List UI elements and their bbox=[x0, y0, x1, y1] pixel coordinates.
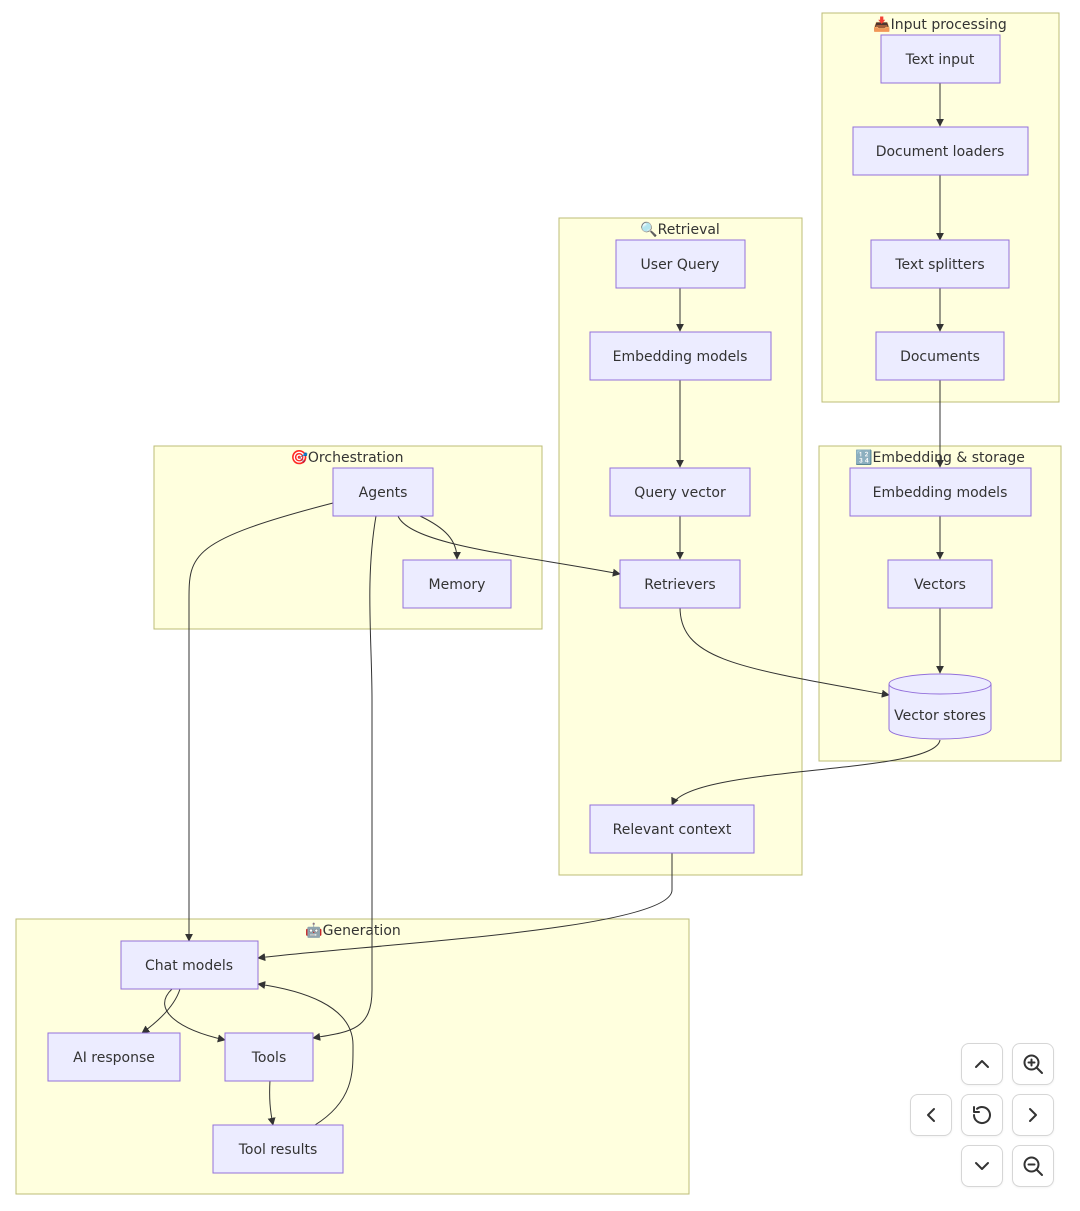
pan-right-button[interactable] bbox=[1012, 1094, 1054, 1136]
zoom-out-icon bbox=[1023, 1156, 1043, 1176]
node-label: Memory bbox=[429, 577, 486, 593]
edge-chat-models-ai-response bbox=[141, 988, 181, 1034]
node-ai-response[interactable]: AI response bbox=[47, 1032, 181, 1082]
zoom-in-button[interactable] bbox=[1012, 1043, 1054, 1085]
zoom-out-button[interactable] bbox=[1012, 1145, 1054, 1187]
edges bbox=[141, 83, 944, 1126]
node-retrievers[interactable]: Retrievers bbox=[619, 559, 741, 609]
node-text-splitters[interactable]: Text splitters bbox=[870, 239, 1010, 289]
node-tools[interactable]: Tools bbox=[224, 1032, 314, 1082]
node-label: Embedding models bbox=[873, 485, 1008, 501]
node-label: Tool results bbox=[238, 1142, 318, 1158]
node-memory[interactable]: Memory bbox=[402, 559, 512, 609]
edge-relevant-context-chat-models bbox=[257, 853, 673, 962]
pan-left-button[interactable] bbox=[910, 1094, 952, 1136]
reset-icon bbox=[972, 1106, 991, 1124]
edge-tool-results-chat-models bbox=[257, 981, 354, 1126]
node-label: AI response bbox=[73, 1050, 155, 1066]
node-label: Documents bbox=[900, 349, 980, 365]
edge-agents-retrievers bbox=[397, 515, 621, 577]
node-embedding-models-retrieval[interactable]: Embedding models bbox=[589, 331, 772, 381]
chevron-down-icon bbox=[975, 1162, 989, 1170]
node-agents[interactable]: Agents bbox=[332, 467, 434, 517]
node-label: Chat models bbox=[145, 958, 233, 974]
edge-agents-memory bbox=[419, 515, 461, 560]
edge-vector-stores-relevant-context bbox=[671, 739, 941, 806]
cluster-label-input-processing: 📥Input processing bbox=[873, 16, 1007, 33]
node-chat-models[interactable]: Chat models bbox=[120, 940, 259, 990]
chevron-up-icon bbox=[975, 1060, 989, 1068]
edge-tools-tool-results bbox=[267, 1079, 276, 1126]
node-label: User Query bbox=[641, 257, 720, 273]
zoom-in-icon bbox=[1023, 1054, 1043, 1074]
edge-agents-tools bbox=[312, 515, 377, 1041]
edge-agents-chat-models bbox=[185, 502, 334, 942]
pan-up-button[interactable] bbox=[961, 1043, 1003, 1085]
node-label: Vector stores bbox=[894, 708, 986, 724]
node-label: Text splitters bbox=[894, 257, 984, 273]
reset-view-button[interactable] bbox=[961, 1094, 1003, 1136]
edge-retrievers-vector-stores bbox=[679, 606, 890, 698]
cluster-label-orchestration: 🎯Orchestration bbox=[290, 449, 403, 466]
node-label: Query vector bbox=[634, 485, 726, 501]
node-label: Vectors bbox=[914, 577, 966, 593]
node-text-input[interactable]: Text input bbox=[880, 34, 1001, 84]
node-label: Retrievers bbox=[644, 577, 715, 593]
node-vectors[interactable]: Vectors bbox=[887, 559, 993, 609]
edge-chat-models-tools bbox=[164, 988, 226, 1043]
pan-down-button[interactable] bbox=[961, 1145, 1003, 1187]
node-label: Document loaders bbox=[876, 144, 1005, 160]
node-documents[interactable]: Documents bbox=[875, 331, 1005, 381]
node-vector-stores[interactable]: Vector stores bbox=[888, 673, 992, 740]
node-label: Embedding models bbox=[613, 349, 748, 365]
node-label: Relevant context bbox=[613, 822, 732, 838]
node-tool-results[interactable]: Tool results bbox=[212, 1124, 344, 1174]
node-user-query[interactable]: User Query bbox=[615, 239, 746, 289]
node-query-vector[interactable]: Query vector bbox=[609, 467, 751, 517]
cluster-label-generation: 🤖Generation bbox=[305, 922, 401, 939]
node-label: Agents bbox=[359, 485, 408, 501]
chevron-right-icon bbox=[1029, 1108, 1037, 1122]
chevron-left-icon bbox=[927, 1108, 935, 1122]
node-relevant-context[interactable]: Relevant context bbox=[589, 804, 755, 854]
node-document-loaders[interactable]: Document loaders bbox=[852, 126, 1029, 176]
cluster-label-retrieval: 🔍Retrieval bbox=[640, 220, 720, 238]
node-label: Text input bbox=[905, 52, 975, 68]
node-label: Tools bbox=[251, 1050, 287, 1066]
node-embedding-models-storage[interactable]: Embedding models bbox=[849, 467, 1032, 517]
